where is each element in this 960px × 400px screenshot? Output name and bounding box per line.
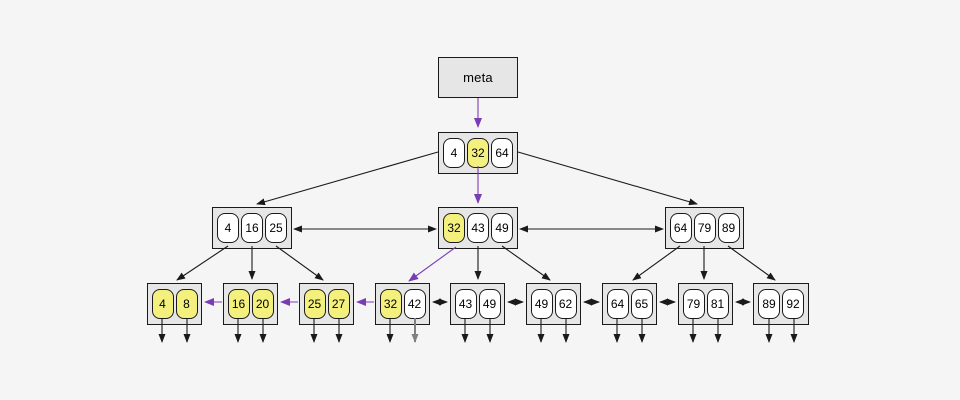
leaf-key: 81 — [706, 289, 729, 319]
leaf-key: 4 — [151, 289, 174, 319]
edge-internal-left-to-leaf-3 — [275, 245, 324, 281]
leaf-key: 20 — [251, 289, 274, 319]
internal-key: 49 — [491, 213, 513, 243]
leaf-key: 92 — [782, 289, 804, 319]
leaf-key: 65 — [630, 289, 653, 319]
internal-node-middle: 32 43 49 — [438, 207, 518, 249]
edge-internal-middle-to-leaf-4 — [408, 246, 457, 282]
internal-node-left: 4 16 25 — [212, 207, 292, 249]
leaf-key: 8 — [175, 289, 198, 319]
meta-label: meta — [463, 70, 493, 85]
leaf-node-8: 79 81 — [678, 283, 733, 325]
edge-root-to-internal-right — [517, 151, 698, 206]
leaf-key: 49 — [530, 289, 553, 319]
edge-internal-left-to-leaf-1 — [176, 245, 229, 281]
leaf-key: 49 — [478, 289, 501, 319]
internal-key: 4 — [217, 213, 239, 243]
leaf-node-1: 4 8 — [147, 283, 202, 325]
leaf-node-7: 64 65 — [602, 283, 657, 325]
leaf-key: 16 — [227, 289, 250, 319]
leaf-node-9: 89 92 — [753, 283, 809, 325]
edge-internal-middle-to-leaf-6 — [501, 245, 551, 281]
internal-key: 64 — [669, 213, 692, 243]
internal-key: 79 — [693, 213, 716, 243]
internal-key: 43 — [467, 213, 489, 243]
leaf-key: 89 — [758, 289, 780, 319]
leaf-key: 79 — [682, 289, 705, 319]
leaf-node-4: 32 42 — [375, 283, 430, 325]
leaf-key: 42 — [403, 289, 426, 319]
leaf-key: 32 — [379, 289, 402, 319]
internal-key: 32 — [443, 213, 465, 243]
internal-key: 89 — [717, 213, 740, 243]
leaf-node-6: 49 62 — [526, 283, 581, 325]
meta-node: meta — [438, 57, 518, 98]
root-key: 4 — [443, 138, 465, 168]
root-key: 32 — [467, 138, 489, 168]
root-key: 64 — [491, 138, 513, 168]
leaf-node-5: 43 49 — [450, 283, 505, 325]
internal-node-right: 64 79 89 — [665, 207, 744, 249]
leaf-key: 27 — [327, 289, 350, 319]
edge-internal-right-to-leaf-7 — [632, 245, 681, 281]
leaf-node-3: 25 27 — [299, 283, 354, 325]
leaf-key: 25 — [303, 289, 326, 319]
internal-key: 16 — [241, 213, 263, 243]
leaf-key: 43 — [454, 289, 477, 319]
edge-internal-right-to-leaf-9 — [727, 245, 776, 281]
root-node: 4 32 64 — [438, 132, 518, 174]
leaf-node-2: 16 20 — [223, 283, 278, 325]
leaf-key: 64 — [606, 289, 629, 319]
internal-key: 25 — [265, 213, 287, 243]
leaf-key: 62 — [554, 289, 577, 319]
edge-root-to-internal-left — [256, 151, 439, 206]
